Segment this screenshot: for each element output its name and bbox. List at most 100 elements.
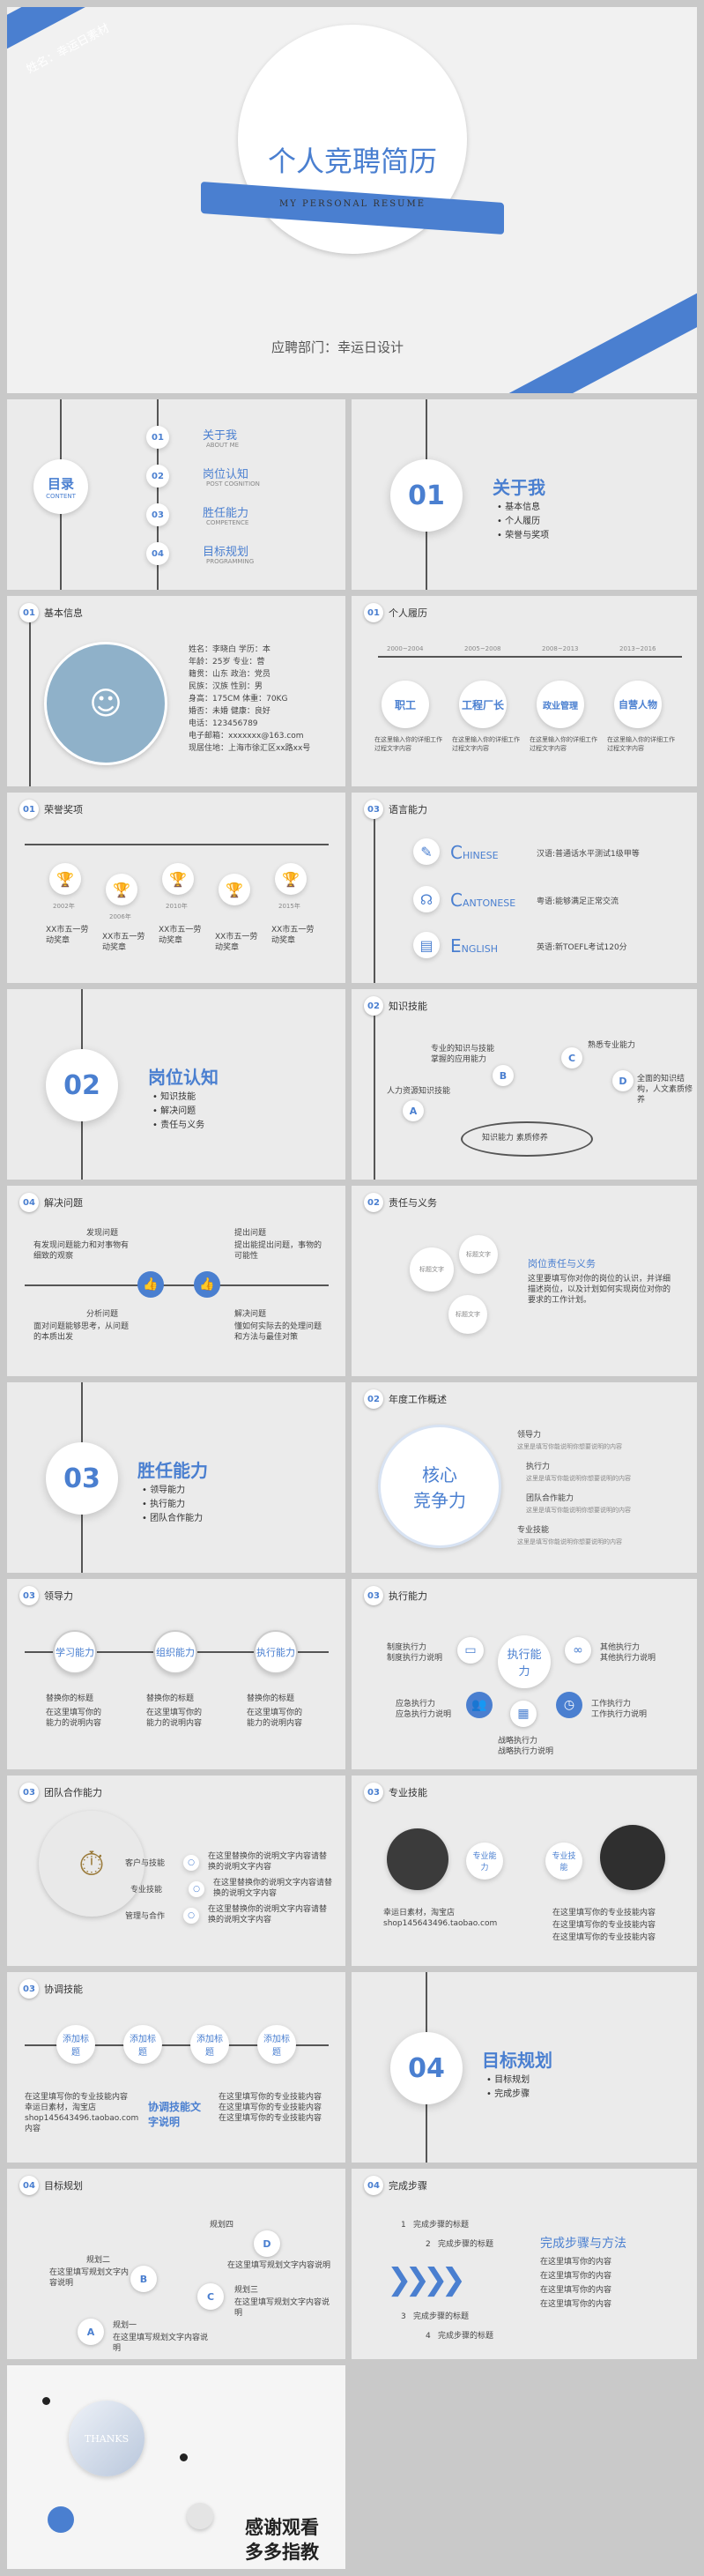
team-dot-1: ○ — [189, 1881, 204, 1897]
section-04-number: 04 — [390, 2032, 463, 2104]
goal-label-0: 规划一 — [113, 2321, 137, 2330]
cover-subtitle: MY PERSONAL RESUME — [278, 199, 426, 209]
section-03-slide: 03 胜任能力 • 领导能力 • 执行能力 • 团队合作能力 — [7, 1382, 345, 1573]
toc-item-4[interactable]: 目标规划 — [203, 546, 249, 559]
pro-circle-2: 专业技能 — [545, 1843, 582, 1880]
toc-num-4[interactable]: 04 — [146, 542, 169, 565]
lang-word-0: HINESE — [462, 850, 499, 861]
pro-desc-0: 在这里填写你的专业技能内容 — [552, 1909, 656, 1917]
annual-t-0: 领导力 — [517, 1431, 542, 1440]
user-group-icon: 👥 — [466, 1692, 493, 1718]
solve-d-3: 懂如何实际去的处理问题和方法与最佳对策 — [234, 1322, 322, 1343]
section-04-item-1: • 目标规划 — [486, 2075, 530, 2085]
steps-label-3: 完成步骤的标题 — [438, 2332, 494, 2341]
team-tag-title: 团队合作能力 — [44, 1787, 102, 1798]
honor-year-1: 2006年 — [109, 913, 131, 920]
solve-d-0: 有发现问题能力和对事物有细致的观察 — [33, 1241, 130, 1262]
solve-tag-num: 04 — [19, 1193, 39, 1212]
knowledge-node-a: A — [403, 1100, 424, 1121]
toc-item-2[interactable]: 岗位认知 — [203, 468, 249, 481]
toc-num-3[interactable]: 03 — [146, 503, 169, 526]
duty-c3: 标题文字 — [456, 1311, 480, 1318]
steps-right-0: 在这里填写你的内容 — [540, 2258, 612, 2267]
section-01-number: 01 — [390, 459, 463, 532]
goal-letter-a: A — [78, 2319, 104, 2345]
knowledge-ellipse — [461, 1121, 593, 1157]
coord-circle-2: 添加标题 — [190, 2025, 229, 2064]
duty-d: 这里要填写你对你的岗位的认识，并详细描述岗位，以及计划如何实现岗位对你的要求的工… — [528, 1275, 671, 1306]
team-tag-num: 03 — [19, 1783, 39, 1802]
honor-year-0: 2002年 — [53, 903, 75, 910]
basic-row-7: 电子邮箱：xxxxxxx@163.com — [189, 732, 304, 741]
coord-right: 在这里填写你的专业技能内容 在这里填写你的专业技能内容 在这里填写你的专业技能内… — [219, 2093, 322, 2124]
lang-letter-2: E — [450, 935, 462, 957]
toc-item-3[interactable]: 胜任能力 — [203, 507, 249, 520]
book-icon: ▤ — [413, 932, 440, 958]
section-02-slide: 02 岗位认知 • 知识技能 • 解决问题 • 责任与义务 — [7, 989, 345, 1180]
solve-tag-title: 解决问题 — [44, 1197, 83, 1209]
annual-center-1: 核心 — [422, 1464, 457, 1485]
team-dot-0: ○ — [183, 1855, 199, 1871]
leader-tag-num: 03 — [19, 1586, 39, 1605]
thanks-line-1: 感谢观看 — [245, 2517, 319, 2538]
honor-item-1: XX市五一劳动奖章 — [102, 933, 145, 953]
duty-circle-1: 标题文字 — [410, 1247, 454, 1292]
annual-core-circle: 核心竞争力 — [378, 1425, 501, 1548]
resume-node-0: 职工 — [382, 681, 429, 728]
annual-d-0: 这里是填写你能说明你想要说明的内容 — [517, 1443, 622, 1450]
goal-letter-c: C — [197, 2283, 224, 2310]
pro-tag-title: 专业技能 — [389, 1787, 427, 1798]
leader-desc-2: 在这里填写你的能力的说明内容 — [247, 1709, 303, 1729]
leader-circle-2: 执行能力 — [254, 1630, 298, 1674]
pen-icon: ✎ — [413, 838, 440, 865]
solve-t-0: 发现问题 — [86, 1229, 119, 1238]
exec-item-4: 战略执行力 战略执行力说明 — [498, 1737, 554, 1757]
arrow-chevrons: ❯❯❯❯ — [387, 2262, 466, 2297]
toc-item-3-en: COMPETENCE — [206, 519, 249, 526]
thumbs-up-icon: 👍 — [194, 1271, 220, 1298]
steps-num-0: 1 — [401, 2221, 406, 2230]
toc-item-1[interactable]: 关于我 — [203, 429, 238, 443]
exec-item-0: 制度执行力 制度执行力说明 — [387, 1643, 443, 1664]
pro-left: 幸运日素材，淘宝店 shop145643496.taobao.com — [383, 1909, 498, 1929]
steps-right-2: 在这里填写你的内容 — [540, 2286, 612, 2295]
toc-num-1[interactable]: 01 — [146, 426, 169, 449]
cover-title: 个人竞聘简历 — [267, 145, 437, 178]
clock-icon: ⏱ — [78, 1843, 105, 1883]
trophy-icon: 🏆 — [106, 874, 137, 905]
knowledge-tag-num: 02 — [364, 996, 383, 1016]
resume-node-2: 政业管理 — [537, 681, 584, 728]
honor-item-3: XX市五一劳动奖章 — [215, 933, 258, 953]
knowledge-tag-title: 知识技能 — [389, 1001, 427, 1012]
trophy-icon: 🏆 — [275, 863, 307, 895]
knowledge-c: 熟悉专业能力 — [588, 1041, 636, 1050]
honor-year-2: 2010年 — [166, 903, 188, 910]
section-04-item-2: • 完成步骤 — [486, 2089, 530, 2099]
duty-tag-title: 责任与义务 — [389, 1197, 437, 1209]
exec-item-3: 工作执行力 工作执行力说明 — [591, 1700, 648, 1720]
basic-row-3: 民族：汉族 性别：男 — [189, 682, 263, 691]
trophy-icon: 🏆 — [219, 874, 250, 905]
thanks-dot-grey — [187, 2503, 213, 2529]
knowledge-node-d: D — [612, 1070, 634, 1091]
dept-label: 应聘部门：幸运日设计 — [271, 339, 404, 355]
basic-row-2: 籍贯：山东 政治：党员 — [189, 670, 270, 679]
goal-label-2: 规划三 — [234, 2286, 259, 2295]
toc-num-2[interactable]: 02 — [146, 465, 169, 488]
coord-left: 在这里填写你的专业技能内容 幸运日素材，淘宝店 shop145643496.ta… — [25, 2093, 139, 2134]
section-03-item-1: • 领导能力 — [142, 1485, 186, 1495]
section-03-item-3: • 团队合作能力 — [142, 1514, 204, 1523]
team-item-2: 管理与合作 — [125, 1912, 166, 1921]
leader-tag-title: 领导力 — [44, 1590, 73, 1602]
trophy-icon: 🏆 — [49, 863, 81, 895]
toc-label-en: CONTENT — [46, 492, 76, 500]
